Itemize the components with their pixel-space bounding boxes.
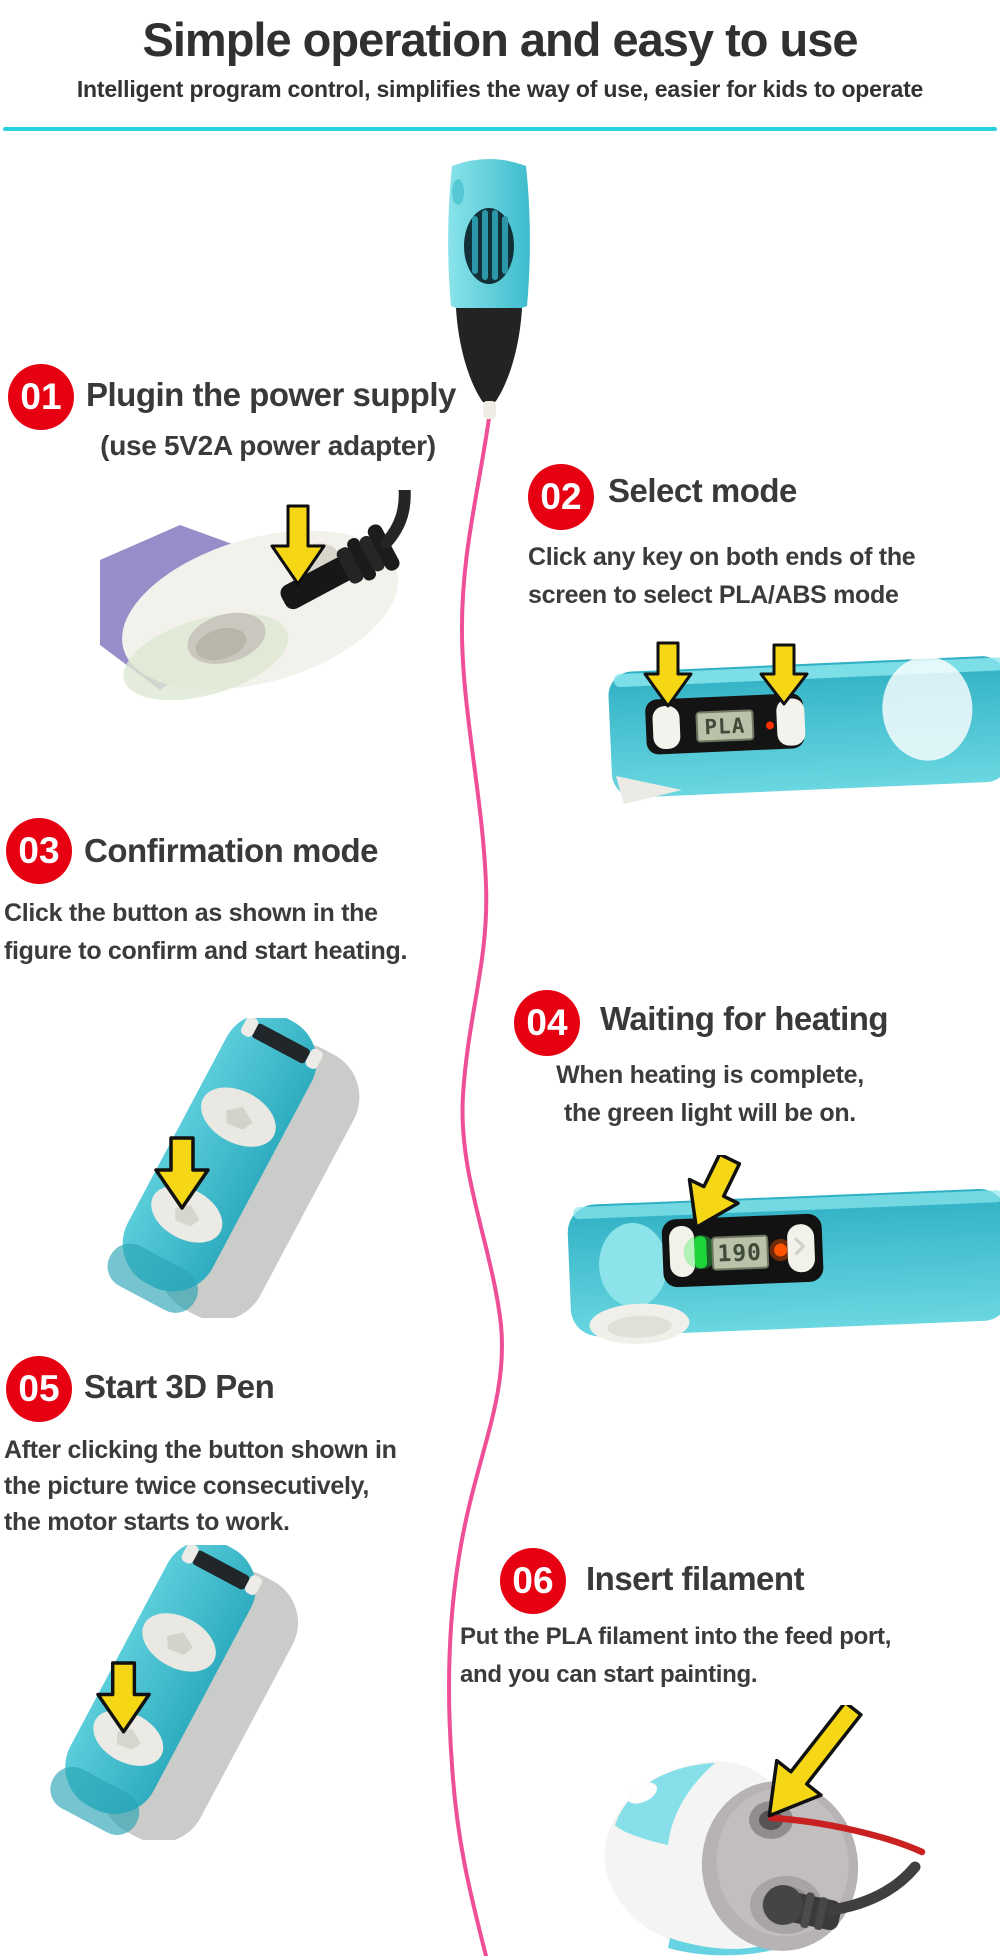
step-description-line: the picture twice consecutively, — [4, 1472, 370, 1500]
red-filament — [767, 1814, 926, 1856]
step-description: Click the button as shown in the figure … — [4, 894, 407, 970]
header-underline — [3, 127, 997, 131]
step-description: When heating is complete, the green ligh… — [515, 1056, 905, 1132]
step-number-badge: 05 — [6, 1356, 72, 1422]
step-description: Click any key on both ends of the screen… — [528, 538, 916, 614]
step-number-badge: 04 — [514, 990, 580, 1056]
pen-top-illustration — [448, 159, 530, 419]
step-subtitle: (use 5V2A power adapter) — [100, 430, 436, 461]
heating-display-photo: 190 — [567, 1155, 1000, 1344]
temperature-lcd-text: 190 — [717, 1240, 763, 1268]
down-arrow-icon — [767, 1705, 863, 1818]
step-description-line: When heating is complete, — [556, 1061, 864, 1089]
power-cable — [826, 1861, 921, 1916]
red-led — [765, 721, 774, 730]
power-plug-photo — [100, 490, 411, 700]
power-plug — [763, 1861, 921, 1931]
page-subtitle: Intelligent program control, simplifies … — [76, 76, 924, 102]
left-button — [652, 705, 681, 750]
step-description: Put the PLA filament into the feed port,… — [460, 1618, 891, 1694]
mode-lcd-text: PLA — [704, 714, 746, 740]
step-description-line: Click the button as shown in the — [4, 899, 378, 927]
step-number-badge: 02 — [528, 464, 594, 530]
lcd-screen — [711, 1234, 770, 1271]
orange-led — [774, 1243, 788, 1257]
step-title: Select mode — [608, 472, 797, 509]
down-arrow-icon — [687, 1155, 742, 1230]
step-description: After clicking the button shown in the p… — [4, 1432, 397, 1540]
lcd-screen — [695, 709, 755, 743]
pen-tip-edge — [616, 776, 682, 804]
teal-shell — [615, 1763, 715, 1845]
green-led — [694, 1236, 708, 1269]
step-title: Insert filament — [586, 1560, 805, 1597]
step-number-badge: 01 — [8, 364, 74, 430]
step-description-line: screen to select PLA/ABS mode — [528, 581, 899, 609]
pen-end-cap — [599, 1222, 668, 1307]
start-button-photo — [41, 1545, 321, 1840]
step-number-badge: 06 — [500, 1548, 566, 1614]
pen-clip-notch — [452, 179, 464, 205]
step-title: Confirmation mode — [84, 832, 379, 869]
confirm-button-photo — [98, 1018, 383, 1318]
left-button — [669, 1225, 696, 1277]
down-arrow-icon — [643, 641, 693, 708]
pen-nozzle — [483, 401, 496, 419]
step-description-line: After clicking the button shown in — [4, 1436, 397, 1464]
step-title: Start 3D Pen — [84, 1368, 275, 1405]
page-title: Simple operation and easy to use — [142, 13, 859, 66]
step-description-line: Click any key on both ends of the — [528, 543, 916, 571]
mode-select-photo: PLA — [608, 641, 1000, 804]
down-arrow-icon — [759, 643, 809, 706]
step-title: Waiting for heating — [600, 1000, 889, 1037]
step-description-line: figure to confirm and start heating. — [4, 937, 408, 965]
pen-grip — [456, 308, 522, 405]
step-description-line: and you can start painting. — [460, 1661, 758, 1688]
step-description-line: Put the PLA filament into the feed port, — [460, 1623, 892, 1650]
power-cable — [380, 490, 411, 549]
right-button — [776, 698, 806, 746]
step-title: Plugin the power supply — [86, 376, 456, 413]
down-arrow-icon — [270, 504, 326, 586]
power-plug — [280, 490, 411, 610]
insert-filament-photo — [604, 1705, 926, 1956]
step-number-badge: 03 — [6, 818, 72, 884]
step-description-line: the motor starts to work. — [4, 1508, 290, 1536]
step-description-line: the green light will be on. — [564, 1099, 856, 1127]
